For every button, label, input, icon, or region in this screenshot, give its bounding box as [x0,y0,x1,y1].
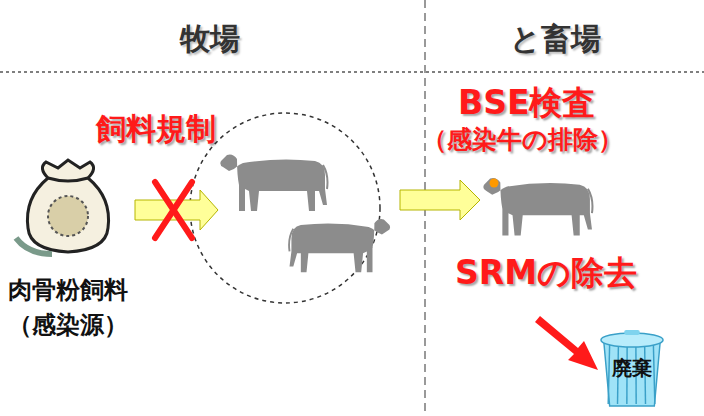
cow [220,155,327,212]
area-heading: と畜場 [510,22,601,57]
herd-circle [190,113,380,303]
disposal-bin: 廃棄 [598,328,666,408]
ship-arrow [400,180,480,220]
ban-cross [155,182,192,238]
divider-line [0,71,704,73]
cow [483,178,592,236]
ban-cross [155,182,192,238]
source-label: 肉骨粉飼料 [8,276,128,305]
measure-note: （感染牛の排除） [422,126,623,155]
feed-bag [8,158,128,258]
infection-dot [490,179,499,188]
disposal-arrow [535,316,598,370]
measure-label: SRMの除去 [455,254,637,292]
cow [289,219,390,272]
disposal-label: 廃棄 [612,356,652,380]
measure-label: 飼料規制 [96,112,216,147]
area-heading: 牧場 [180,22,240,57]
feed-source: 肉骨粉飼料 （感染源） [8,158,128,340]
source-label: （感染源） [8,311,128,340]
measure-label: BSE検査 [458,84,595,122]
